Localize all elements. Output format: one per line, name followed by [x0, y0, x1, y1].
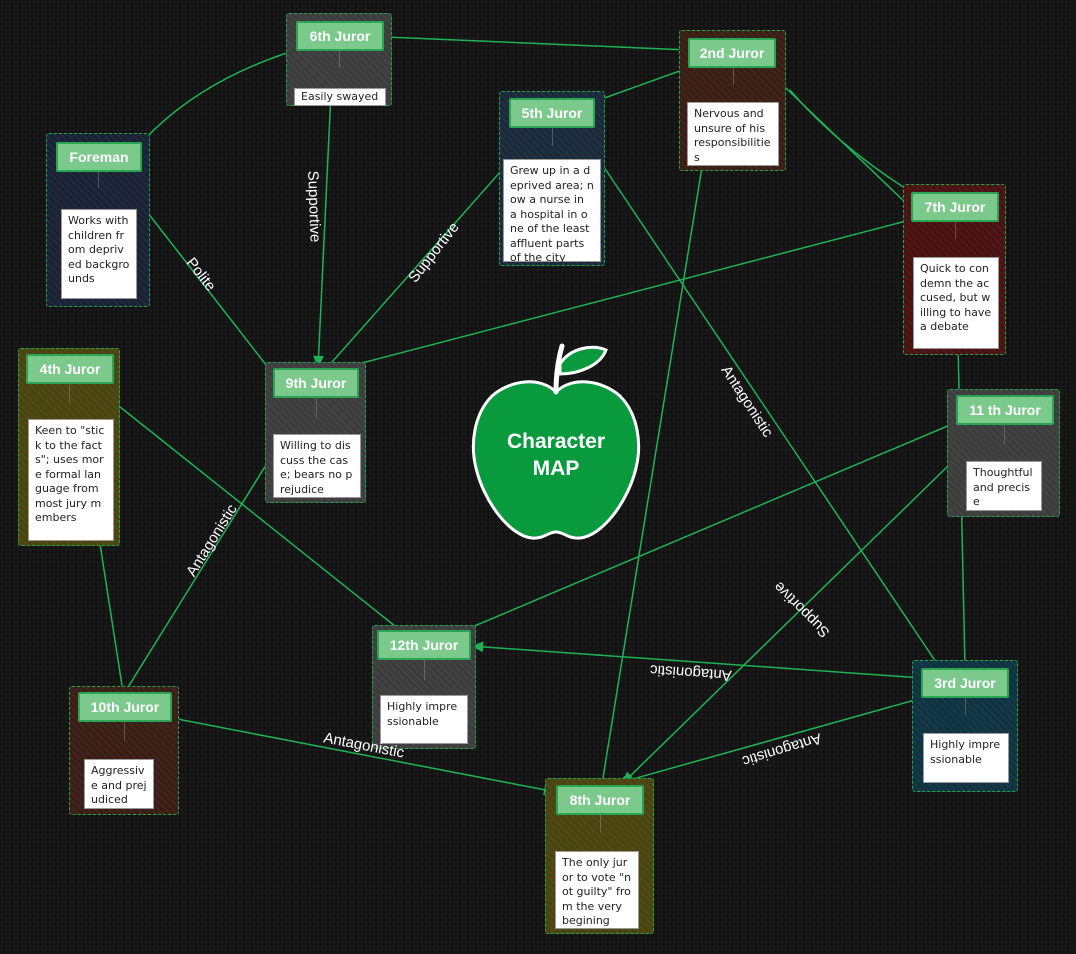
- character-map-title: Character MAP: [506, 430, 606, 480]
- edge-3-5: [576, 126, 941, 669]
- node-3rd-juror[interactable]: 3rd Juror Highly impressionable: [912, 660, 1018, 792]
- node-foreman-title: Foreman: [56, 142, 142, 172]
- node-2nd-juror-title: 2nd Juror: [688, 38, 776, 68]
- edge-label-supportive-6-9: Supportive: [304, 170, 324, 243]
- edge-11-12: [464, 424, 951, 631]
- node-foreman-desc: Works with children from deprived backgr…: [61, 209, 137, 299]
- node-8th-juror-desc: The only juror to vote "not guilty" from…: [555, 851, 639, 929]
- node-10th-juror-desc: Aggressive and prejudiced: [84, 759, 154, 809]
- node-6th-juror-desc: Easily swayed: [294, 88, 386, 106]
- node-4th-juror[interactable]: 4th Juror Keen to "stick to the facts"; …: [18, 348, 120, 546]
- node-9th-juror-title: 9th Juror: [273, 368, 359, 398]
- edge-2-8: [601, 67, 719, 785]
- node-foreman[interactable]: Foreman Works with children from deprive…: [46, 133, 150, 307]
- node-4th-juror-desc: Keen to "stick to the facts"; uses more …: [28, 419, 114, 541]
- edge-3-8: [614, 697, 923, 786]
- edge-6-foreman: [142, 49, 297, 142]
- node-4th-juror-title: 4th Juror: [26, 354, 114, 384]
- node-5th-juror[interactable]: 5th Juror Grew up in a deprived area; no…: [499, 91, 605, 266]
- node-2nd-juror-desc: Nervous and unsure of his responsibiliti…: [687, 102, 779, 166]
- node-10th-juror-title: 10th Juror: [78, 692, 172, 722]
- node-3rd-juror-title: 3rd Juror: [921, 668, 1009, 698]
- node-2nd-juror[interactable]: 2nd Juror Nervous and unsure of his resp…: [679, 30, 786, 171]
- edge-2-5: [595, 67, 689, 102]
- node-6th-juror-title: 6th Juror: [296, 21, 384, 51]
- node-9th-juror-desc: Willing to discuss the case; bears no pr…: [273, 434, 361, 498]
- node-12th-juror-title: 12th Juror: [377, 630, 471, 660]
- node-3rd-juror-desc: Highly impressionable: [923, 733, 1009, 783]
- node-12th-juror[interactable]: 12th Juror Highly impressionable: [372, 625, 476, 749]
- edge-10-8: [171, 717, 557, 796]
- node-10th-juror[interactable]: 10th Juror Aggressive and prejudiced: [69, 686, 179, 815]
- node-8th-juror-title: 8th Juror: [556, 785, 644, 815]
- node-5th-juror-desc: Grew up in a deprived area; now a nurse …: [503, 159, 601, 264]
- node-8th-juror[interactable]: 8th Juror The only juror to vote "not gu…: [545, 778, 654, 934]
- edge-6-2: [385, 36, 689, 51]
- edge-11-8: [621, 424, 991, 785]
- node-11th-juror-desc: Thoughtful and precise: [966, 461, 1042, 511]
- node-5th-juror-title: 5th Juror: [509, 98, 595, 128]
- node-11th-juror-title: 11 th Juror: [956, 395, 1054, 425]
- edge-3-12: [470, 641, 923, 679]
- apple-icon: [471, 343, 641, 540]
- node-6th-juror[interactable]: 6th Juror Easily swayed: [286, 13, 392, 106]
- node-11th-juror[interactable]: 11 th Juror Thoughtful and precise: [947, 389, 1060, 517]
- edge-7-9: [334, 219, 911, 373]
- node-7th-juror-desc: Quick to condemn the accused, but willin…: [913, 257, 999, 349]
- node-9th-juror[interactable]: 9th Juror Willing to discuss the case; b…: [265, 362, 366, 503]
- edge-4-12: [89, 382, 401, 631]
- node-7th-juror-title: 7th Juror: [911, 192, 999, 222]
- character-map-logo: Character MAP: [470, 340, 642, 542]
- node-7th-juror[interactable]: 7th Juror Quick to condemn the accused, …: [903, 184, 1006, 355]
- node-12th-juror-desc: Highly impressionable: [380, 695, 468, 744]
